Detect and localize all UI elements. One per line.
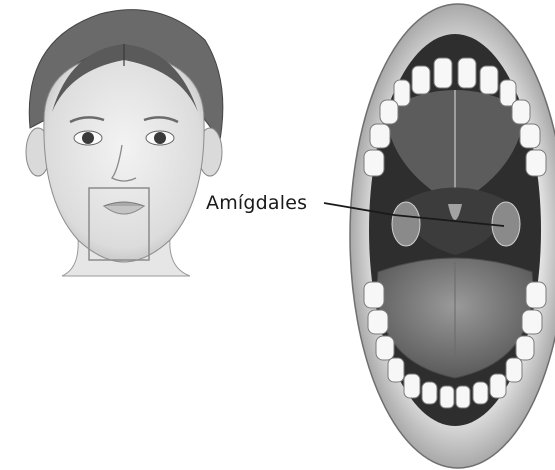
child-face-icon <box>26 10 223 276</box>
tonsils-label: Amígdales <box>206 192 307 214</box>
open-mouth-icon <box>350 4 555 468</box>
